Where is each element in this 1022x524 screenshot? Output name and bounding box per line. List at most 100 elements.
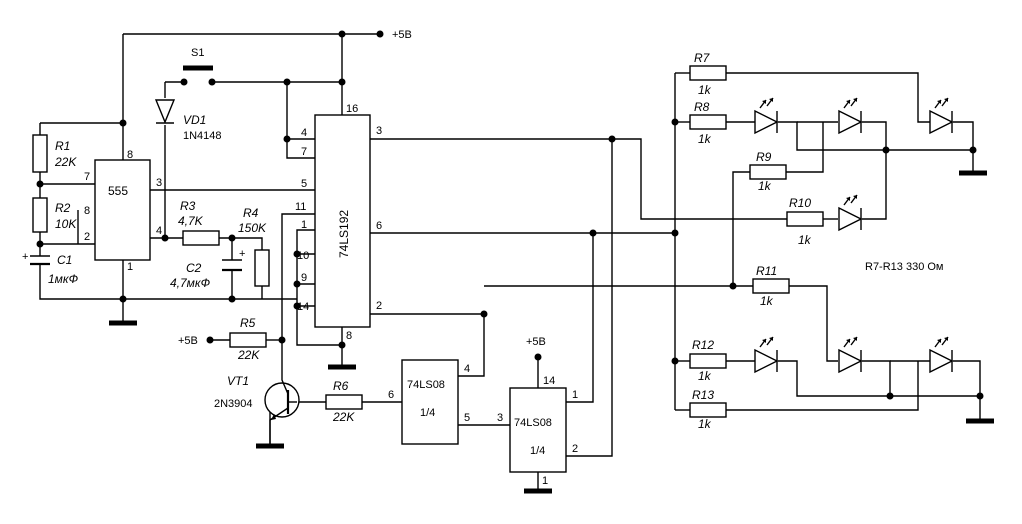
ic-74ls192-pin: 6: [376, 220, 382, 232]
resistor-r3: R3 4,7K: [178, 199, 220, 246]
diode-vd1-ref: VD1: [183, 113, 206, 127]
ic-74ls192-pin: 5: [301, 178, 307, 190]
ic-74ls192-pin: 16: [346, 103, 358, 115]
ic-555: 555 8 7 8 2 3 4 1: [84, 149, 162, 273]
led-7: [929, 336, 954, 374]
capacitor-c1-value: 1мкФ: [48, 272, 79, 286]
capacitor-c2-polarity: +: [239, 248, 245, 260]
resistor-r8: R8 1k: [689, 100, 727, 146]
resistor-r13: R13 1k: [689, 388, 727, 431]
diode-vd1-value: 1N4148: [183, 130, 222, 142]
led-array: [754, 97, 954, 374]
resistor-r10-ref: R10: [789, 196, 811, 210]
resistor-r11-value: 1k: [760, 294, 774, 308]
capacitor-c1-polarity: +: [22, 251, 28, 263]
ic-and2-pin: 1: [542, 475, 548, 487]
ic-74ls08-gate2: 74LS08 1/4 14 1 3 2 1: [497, 375, 578, 487]
ic-555-pin: 2: [84, 231, 90, 243]
resistor-r13-value: 1k: [698, 417, 712, 431]
resistor-r11-ref: R11: [756, 264, 777, 278]
resistor-r8-value: 1k: [698, 132, 712, 146]
ic-555-pin: 7: [84, 171, 90, 183]
ic-74ls192-pin: 9: [301, 272, 307, 284]
resistor-r2-value: 10K: [55, 217, 77, 231]
resistor-r7-value: 1k: [698, 83, 712, 97]
ic-74ls192-label: 74LS192: [337, 210, 351, 258]
ic-74ls192-pin: 1: [301, 219, 307, 231]
transistor-vt1-ref: VT1: [227, 374, 249, 388]
resistor-r13-ref: R13: [692, 388, 714, 402]
resistor-r10: R10 1k: [786, 196, 824, 247]
switch-s1-ref: S1: [191, 47, 204, 59]
ic-and2-pin: 1: [572, 389, 578, 401]
resistor-r8-ref: R8: [694, 100, 710, 114]
ic-74ls192-pin: 8: [346, 330, 352, 342]
resistor-r6-value: 22K: [332, 410, 355, 424]
resistor-r3-value: 4,7K: [178, 214, 204, 228]
resistor-r3-ref: R3: [180, 199, 196, 213]
capacitor-c2-value: 4,7мкФ: [170, 276, 211, 290]
vcc-terminal-and2: [534, 353, 542, 361]
led-5: [754, 336, 779, 374]
vcc-label-r5: +5В: [178, 335, 198, 347]
resistor-r4: R4 150K: [238, 206, 270, 287]
diode-vd1: VD1 1N4148: [154, 99, 222, 142]
resistor-r4-value: 150K: [238, 221, 267, 235]
ic-555-pin: 3: [156, 177, 162, 189]
resistor-r1: R1 22K: [32, 134, 77, 173]
ic-and2-pin: 2: [572, 443, 578, 455]
led-2: [838, 97, 863, 135]
resistor-r5-ref: R5: [240, 316, 256, 330]
wires: [39, 33, 981, 490]
ic-555-pin: 8: [127, 149, 133, 161]
resistor-r2-ref: R2: [55, 201, 71, 215]
ic-555-pin: 1: [127, 261, 133, 273]
resistor-note: R7-R13 330 Ом: [865, 261, 944, 273]
resistor-r12-ref: R12: [692, 338, 714, 352]
transistor-vt1: VT1 2N3904: [214, 374, 300, 445]
resistor-r11: R11 1k: [752, 264, 790, 308]
vcc-terminal-top: [376, 30, 384, 38]
led-3: [929, 97, 954, 135]
ic-555-label: 555: [108, 184, 128, 198]
capacitor-c2: + C2 4,7мкФ: [170, 248, 245, 290]
resistor-r5-value: 22K: [237, 348, 260, 362]
resistor-r9-ref: R9: [756, 150, 772, 164]
ic-74ls192-pin: 2: [376, 300, 382, 312]
supply-terminals: +5В +5В +5В: [178, 29, 546, 361]
led-1: [754, 97, 779, 135]
resistor-r4-ref: R4: [243, 206, 259, 220]
resistor-r10-value: 1k: [798, 233, 812, 247]
resistor-r9-value: 1k: [758, 179, 772, 193]
led-4: [838, 194, 863, 232]
ic-and2-pin: 3: [497, 412, 503, 424]
vcc-terminal-r5: [206, 336, 214, 344]
ic-555-pin: 8: [84, 205, 90, 217]
resistor-r6-ref: R6: [333, 379, 349, 393]
ic-74ls192-pin: 11: [295, 201, 306, 213]
ground-symbols: [109, 170, 994, 494]
resistor-r7-ref: R7: [694, 51, 711, 65]
resistor-r2: R2 10K: [32, 197, 77, 233]
ic-74ls08-gate1: 74LS08 1/4 4 6 5: [388, 359, 470, 445]
resistor-r1-ref: R1: [55, 139, 70, 153]
ic-74ls192-pin: 4: [301, 127, 307, 139]
ic-and1-part: 1/4: [420, 407, 435, 419]
led-6: [838, 336, 863, 374]
capacitor-c1-ref: C1: [57, 253, 72, 267]
ic-74ls192-pin: 10: [297, 250, 309, 262]
ic-and1-pin: 4: [464, 363, 470, 375]
resistor-r6: R6 22K: [325, 379, 363, 424]
ic-555-pin: 4: [156, 225, 162, 237]
ic-and2-part: 1/4: [530, 445, 545, 457]
capacitor-c2-ref: C2: [186, 261, 202, 275]
resistor-r1-value: 22K: [54, 155, 77, 169]
ic-and1-label: 74LS08: [407, 379, 445, 391]
resistor-r12: R12 1k: [689, 338, 727, 383]
ic-and2-label: 74LS08: [514, 417, 552, 429]
ic-and1-pin: 5: [464, 412, 470, 424]
transistor-vt1-value: 2N3904: [214, 398, 253, 410]
ic-74ls192: 74LS192 16 4 7 5 11 1 10 9 14 8 3 6 2: [295, 103, 382, 342]
